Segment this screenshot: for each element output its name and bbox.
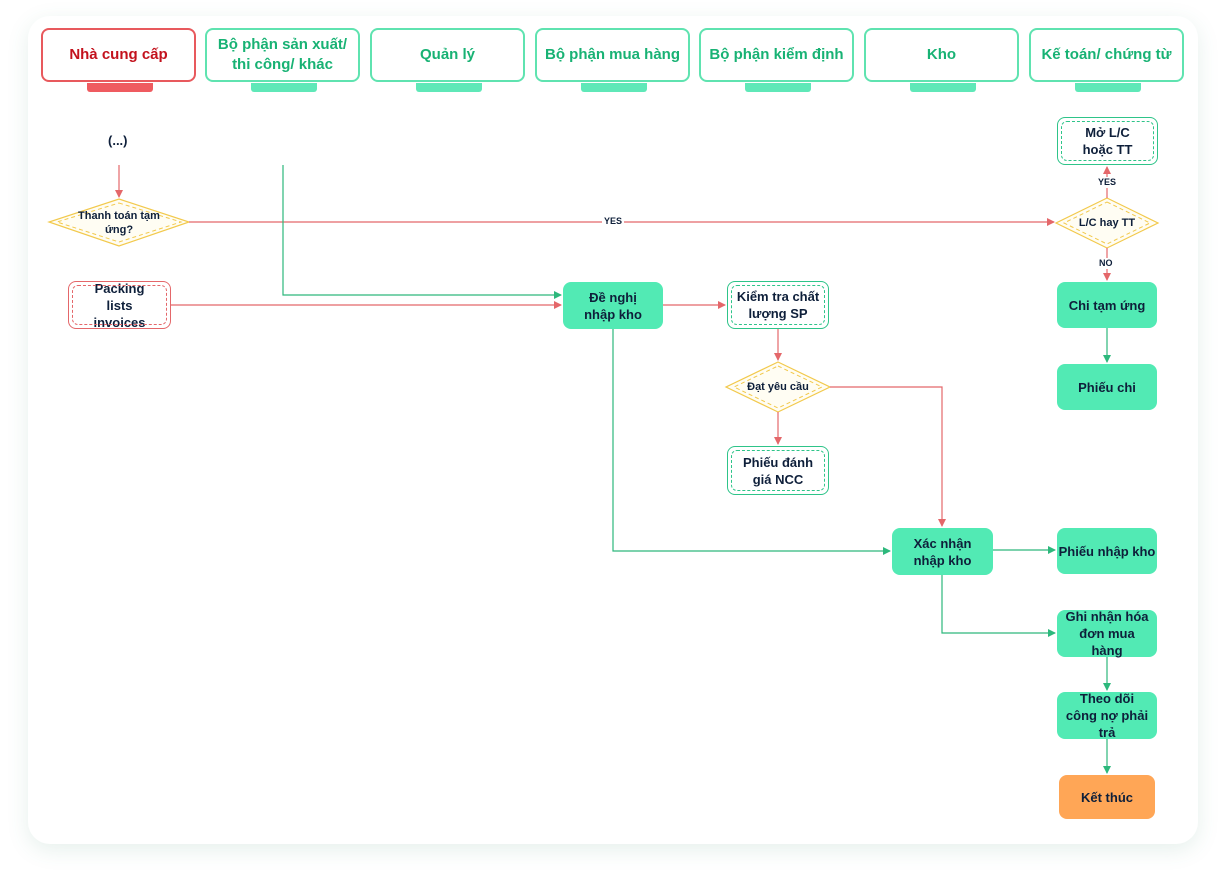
lane-label: Bộ phận mua hàng <box>545 46 680 63</box>
decision-diamond-thanh-toan <box>47 198 191 247</box>
node-label: Mở L/C hoặc TT <box>1082 125 1133 157</box>
node-ket-thuc: Kết thúc <box>1059 775 1155 819</box>
lane-tab <box>87 83 153 92</box>
lane-header-mua-hang: Bộ phận mua hàng <box>535 28 690 82</box>
lane-header-san-xuat: Bộ phận sản xuất/ thi công/ khác <box>205 28 360 82</box>
lane-label: Kế toán/ chứng từ <box>1041 46 1172 63</box>
lane-tab <box>581 83 647 92</box>
edge-label-yes-lc: YES <box>1096 177 1119 188</box>
node-label: Phiếu nhập kho <box>1058 543 1156 559</box>
node-kiem-tra: Kiểm tra chất lượng SP <box>727 281 829 329</box>
lane-header-kiem-dinh: Bộ phận kiểm định <box>699 28 854 82</box>
edge-san-xuat-to-de-nghi <box>282 165 562 299</box>
node-label: Kiểm tra chất lượng SP <box>736 289 820 321</box>
lane-tab <box>745 83 811 92</box>
decision-lc-hay-tt-label: L/C hay TT <box>1078 217 1136 229</box>
node-theo-doi-cong-no: Theo dõi công nợ phải trả <box>1057 691 1157 740</box>
node-chi-tam-ung: Chi tạm ứng <box>1057 282 1157 328</box>
node-label: Phiếu chi <box>1078 379 1136 395</box>
lane-header-kho: Kho <box>864 28 1019 82</box>
node-label: Chi tạm ứng <box>1068 297 1146 313</box>
node-label: Kết thúc <box>1081 789 1133 805</box>
node-ghi-nhan-hoa-don: Ghi nhận hóa đơn mua hàng <box>1057 609 1157 658</box>
lane-label: Quản lý <box>419 46 475 63</box>
lane-label: Bộ phận kiểm định <box>709 46 844 63</box>
node-phieu-chi: Phiếu chi <box>1057 364 1157 410</box>
lane-label: Kho <box>926 46 957 63</box>
decision-dat-yeu-cau-label: Đạt yêu cầu <box>747 381 809 393</box>
node-label: Ghi nhận hóa đơn mua hàng <box>1065 609 1149 658</box>
node-label: Phiếu đánh giá NCC <box>742 454 814 487</box>
node-label: Đề nghị nhập kho <box>584 289 642 322</box>
lane-tab <box>1075 83 1141 92</box>
edge-de-nghi-to-xac-nhan <box>612 329 891 555</box>
node-label: Packing lists invoices <box>93 280 146 330</box>
edge-label-yes-main: YES <box>602 216 625 227</box>
lane-tab <box>416 83 482 92</box>
node-label: Xác nhận nhập kho <box>913 535 972 568</box>
edge-label-no-lc: NO <box>1097 258 1115 269</box>
node-mo-lc: Mở L/C hoặc TT <box>1057 117 1158 165</box>
node-de-nghi-nhap-kho: Đề nghị nhập kho <box>563 282 663 329</box>
edge-xac-nhan-to-ghi-nhan <box>941 575 1056 637</box>
lane-tab <box>910 83 976 92</box>
lane-label: Bộ phận sản xuất/ thi công/ khác <box>217 36 348 73</box>
node-packing-lists: Packing lists invoices <box>68 280 171 330</box>
lane-header-ke-toan: Kế toán/ chứng từ <box>1029 28 1184 82</box>
node-phieu-nhap-kho: Phiếu nhập kho <box>1057 528 1157 574</box>
lane-header-nha-cung-cap: Nhà cung cấp <box>41 28 196 82</box>
decision-thanh-toan-label: Thanh toán tạm ứng? <box>78 210 160 236</box>
lane-tab <box>251 83 317 92</box>
node-label: Theo dõi công nợ phải trả <box>1065 691 1149 740</box>
node-phieu-danh-gia: Phiếu đánh giá NCC <box>727 446 829 495</box>
node-xac-nhan-nhap-kho: Xác nhận nhập kho <box>892 528 993 575</box>
lane-label: Nhà cung cấp <box>69 46 168 63</box>
edge-dat-to-xac-nhan <box>830 386 946 527</box>
ellipsis-label: (...) <box>108 133 128 148</box>
lane-header-quan-ly: Quản lý <box>370 28 525 82</box>
